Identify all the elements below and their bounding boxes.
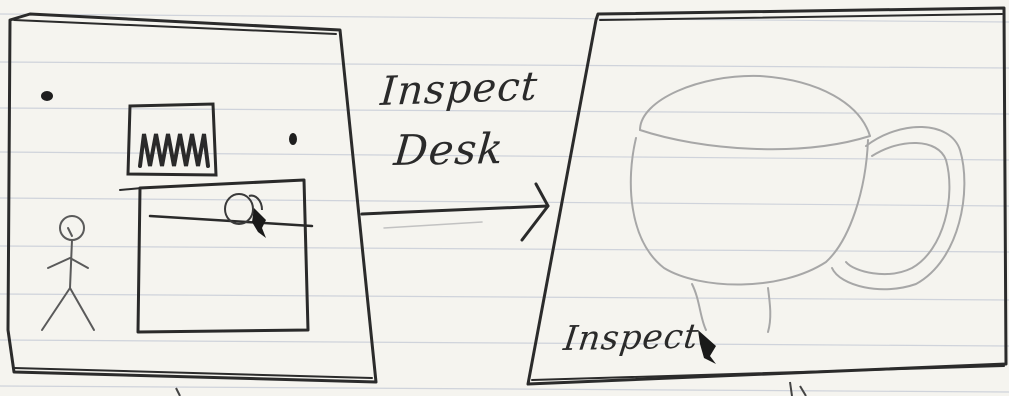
cursor-on-cup — [252, 208, 266, 238]
annotation-inspect: Inspect — [379, 67, 539, 112]
wall-picture — [128, 104, 216, 175]
cursor-closeup — [698, 330, 716, 364]
desk — [120, 180, 312, 332]
closeup-caption: Inspect — [562, 320, 701, 356]
annotation-desk: Desk — [392, 128, 505, 172]
dot-top-left — [41, 91, 53, 101]
dot-right — [289, 133, 297, 145]
transition-arrow — [362, 184, 548, 240]
stick-figure — [42, 216, 94, 330]
